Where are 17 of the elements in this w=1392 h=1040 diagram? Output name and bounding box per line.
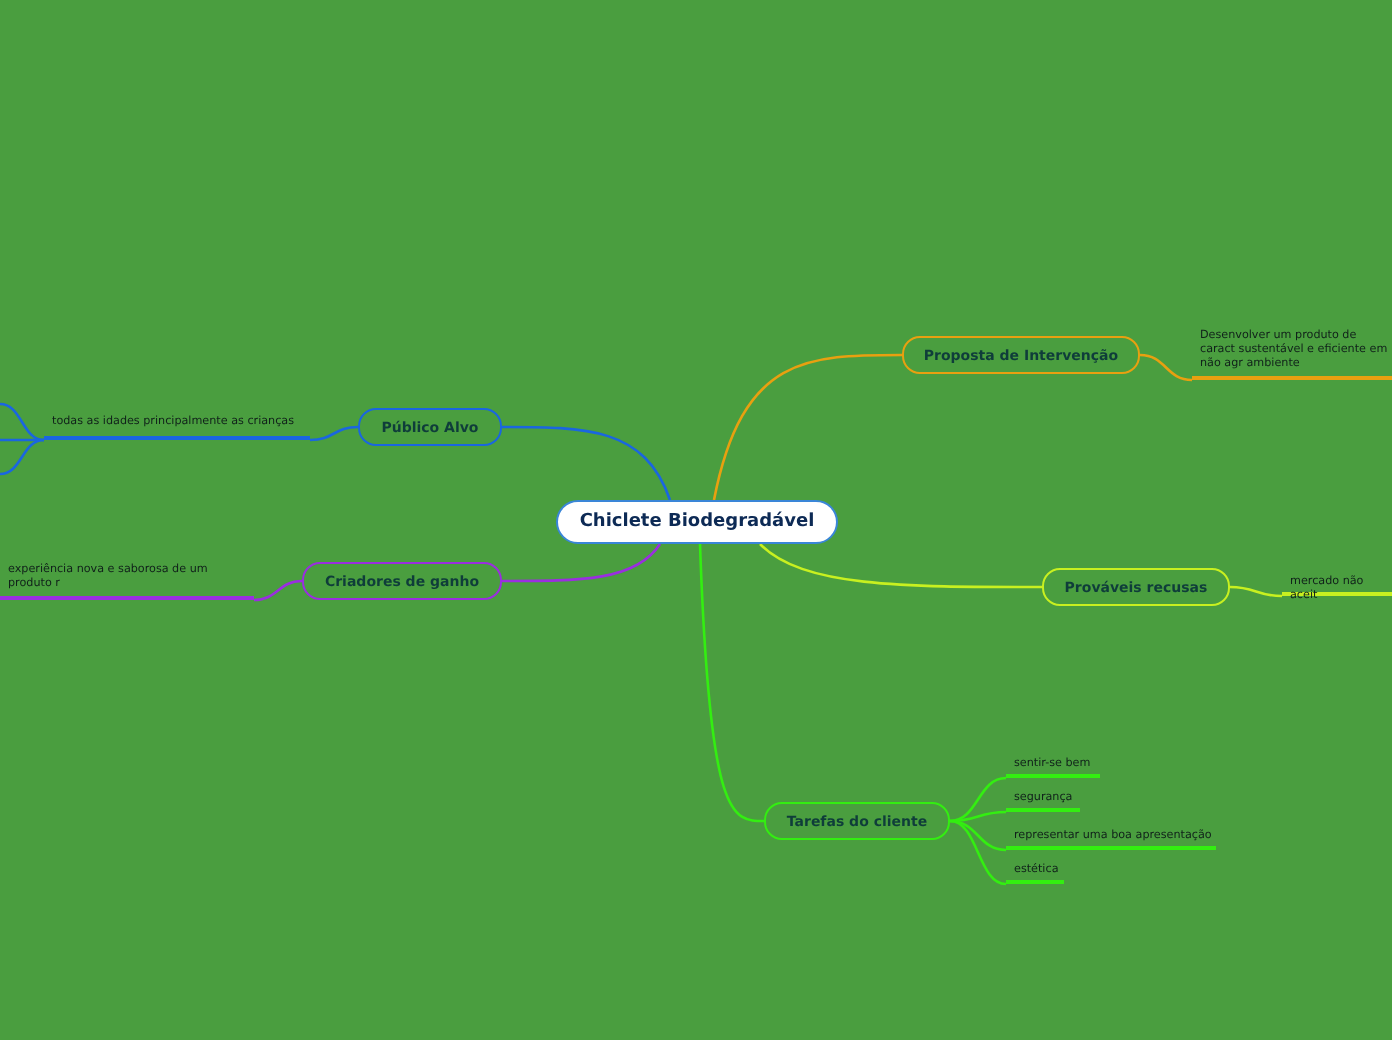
central-topic: Chiclete Biodegradável (556, 500, 838, 544)
connector-line (1229, 585, 1283, 598)
connector-line (949, 819, 1007, 886)
connector-line (0, 438, 44, 442)
connector-line (949, 776, 1007, 823)
connector-line (0, 438, 45, 476)
connector-line (0, 402, 45, 442)
connector-line (309, 425, 359, 442)
connector-line (253, 579, 303, 602)
connector-line (712, 353, 902, 501)
connector-line (698, 543, 765, 823)
connector-line (759, 543, 1042, 589)
connector-line (502, 425, 672, 501)
connector-line (949, 819, 1007, 852)
connector-line (949, 810, 1007, 823)
connector-line (1139, 353, 1193, 382)
connector-line (502, 543, 662, 583)
